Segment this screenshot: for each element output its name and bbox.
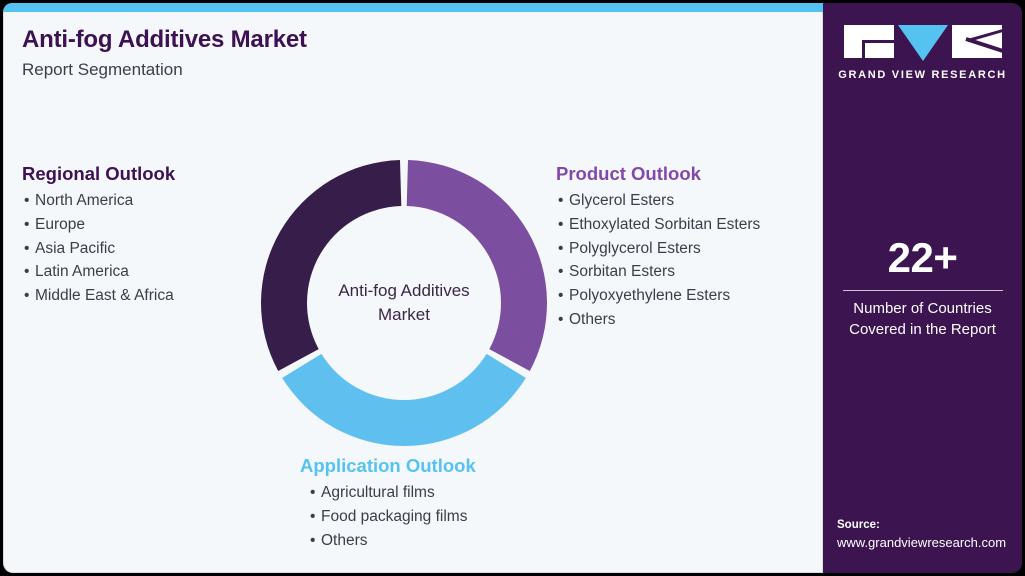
donut-slices [261, 160, 547, 446]
bullet-icon: • [558, 192, 564, 210]
brand-logo: GRAND VIEW RESEARCH [823, 25, 1022, 81]
source-label: Source: [837, 519, 880, 532]
stat-block: 22+ Number of Countries Covered in the R… [823, 234, 1022, 341]
list-item: • Others [308, 529, 476, 553]
list-item: • Asia Pacific [22, 237, 175, 261]
letter-r-icon [951, 25, 1002, 58]
list-item-label: Others [321, 531, 368, 549]
stat-divider [842, 290, 1003, 292]
regional-outlook-heading: Regional Outlook [22, 163, 176, 184]
donut-slice [282, 353, 526, 446]
list-item: • Food packaging films [308, 505, 476, 529]
stat-value: 22+ [887, 234, 958, 281]
bullet-icon: • [558, 286, 564, 304]
list-item: • Glycerol Esters [556, 189, 760, 213]
logo-wordmark: GRAND VIEW RESEARCH [838, 69, 1007, 81]
application-outlook-section: Application Outlook • Agricultural films … [300, 454, 476, 552]
bullet-icon: • [310, 507, 316, 525]
bullet-icon: • [24, 263, 30, 281]
list-item-label: North America [35, 192, 134, 210]
regional-outlook-list: • North America • Europe • Asia Pacific • La… [22, 189, 175, 308]
bullet-icon: • [558, 263, 564, 281]
bullet-icon: • [24, 192, 30, 210]
bullet-icon: • [558, 215, 564, 233]
list-item-label: Asia Pacific [35, 239, 116, 257]
bullet-icon: • [24, 215, 30, 233]
donut-svg [261, 160, 547, 446]
list-item-label: Ethoxylated Sorbitan Esters [569, 215, 761, 233]
list-item: • Agricultural films [308, 481, 476, 505]
bullet-icon: • [24, 239, 30, 257]
list-item-label: Polyglycerol Esters [569, 239, 701, 257]
list-item: • Sorbitan Esters [556, 260, 760, 284]
page-title: Anti-fog Additives Market [22, 26, 307, 53]
list-item: • North America [22, 189, 175, 213]
stat-label-line-2: Covered in the Report [849, 321, 996, 339]
list-item-label: Sorbitan Esters [569, 263, 675, 281]
product-outlook-list: • Glycerol Esters • Ethoxylated Sorbitan E… [556, 189, 760, 331]
letter-v-triangle-icon [897, 25, 948, 61]
page-subtitle: Report Segmentation [22, 59, 183, 79]
list-item: • Latin America [22, 260, 175, 284]
list-item-label: Middle East & Africa [35, 286, 174, 304]
list-item: • Others [556, 308, 760, 332]
list-item-label: Latin America [35, 263, 129, 281]
bullet-icon: • [558, 310, 564, 328]
list-item: • Polyoxyethylene Esters [556, 284, 760, 308]
content-panel [3, 3, 823, 573]
list-item-label: Europe [35, 215, 85, 233]
donut-center-label: Anti-fog Additives Market [258, 157, 550, 449]
product-outlook-section: Product Outlook • Glycerol Esters • Ethoxy… [556, 162, 760, 331]
logo-marks [823, 25, 1022, 61]
list-item: • Ethoxylated Sorbitan Esters [556, 213, 760, 237]
list-item: • Polyglycerol Esters [556, 237, 760, 261]
list-item: • Middle East & Africa [22, 284, 175, 308]
donut-center-line-2: Market [378, 305, 430, 324]
list-item-label: Agricultural films [321, 484, 435, 502]
list-item-label: Polyoxyethylene Esters [569, 286, 731, 304]
regional-outlook-section: Regional Outlook • North America • Europe … [22, 162, 175, 308]
list-item-label: Food packaging films [321, 507, 468, 525]
list-item-label: Glycerol Esters [569, 192, 675, 210]
header: Anti-fog Additives Market Report Segment… [22, 26, 307, 80]
application-outlook-list: • Agricultural films • Food packaging film… [300, 481, 476, 552]
bullet-icon: • [310, 531, 316, 549]
top-accent-bar [3, 3, 823, 12]
list-item: • Europe [22, 213, 175, 237]
donut-slice [406, 160, 547, 372]
letter-g-icon [843, 25, 894, 58]
stat-label-line-1: Number of Countries [853, 300, 992, 318]
bullet-icon: • [310, 484, 316, 502]
donut-chart: Anti-fog Additives Market [258, 157, 550, 449]
donut-center-line-1: Anti-fog Additives [338, 280, 470, 300]
source-url[interactable]: www.grandviewresearch.com [837, 535, 1007, 551]
list-item-label: Others [569, 310, 616, 328]
product-outlook-heading: Product Outlook [556, 163, 701, 184]
donut-slice [261, 160, 402, 372]
application-outlook-heading: Application Outlook [300, 455, 476, 476]
source-block: Source: www.grandviewresearch.com [837, 517, 1022, 553]
sidebar-panel: GRAND VIEW RESEARCH 22+ Number of Countr… [823, 3, 1022, 573]
bullet-icon: • [24, 286, 30, 304]
bullet-icon: • [558, 239, 564, 257]
